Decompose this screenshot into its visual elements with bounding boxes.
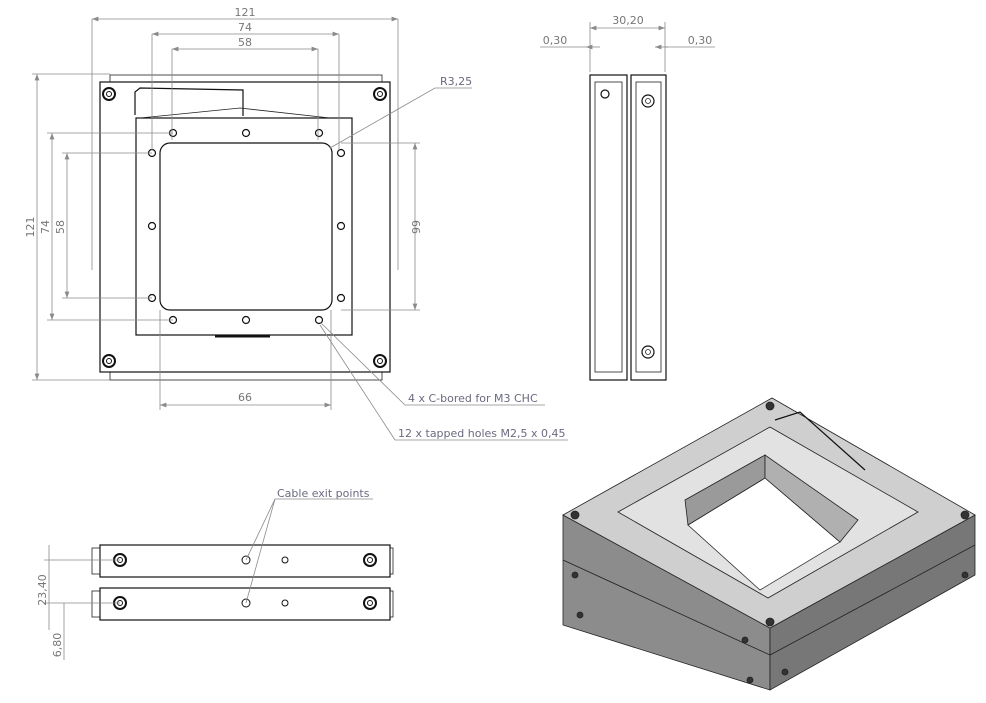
isometric-view	[562, 397, 976, 691]
radius-label: R3,25	[440, 75, 472, 88]
center-aperture	[159, 142, 333, 311]
carrier-frame	[135, 117, 353, 336]
front-view: 121 74 58 121 74 58 66 66 R3,25 4 x C-bo…	[24, 6, 568, 441]
cbore-holes	[102, 87, 387, 368]
dim-overall-height: 121	[24, 217, 37, 238]
tapped-holes-callout: 12 x tapped holes M2,5 x 0,45	[398, 427, 566, 440]
cbore-callout: 4 x C-bored for M3 CHC	[408, 392, 538, 405]
dim-thickness: 30,20	[612, 14, 644, 27]
side-view: 30,20 0,30 0,30	[540, 14, 715, 381]
dim-bottom-66: 66	[238, 391, 252, 404]
dim-left-offset: 0,30	[543, 34, 568, 47]
cable-exit-callout: Cable exit points	[277, 487, 370, 500]
dim-hole-span-height: 74	[39, 220, 52, 234]
dim-window-height: 58	[54, 220, 67, 234]
tapped-holes	[147, 128, 346, 325]
dim-window-width: 58	[238, 36, 252, 49]
dim-right-offset: 0,30	[688, 34, 713, 47]
dim-height: 23,40	[36, 574, 49, 606]
base-plate-outline	[99, 81, 391, 373]
dim-right-66: 66	[409, 220, 422, 234]
dim-offset: 6,80	[51, 633, 64, 658]
dim-overall-width: 121	[235, 6, 256, 19]
dim-hole-span-width: 74	[238, 21, 252, 34]
bottom-view: Cable exit points 23,40 6,80	[36, 487, 394, 660]
